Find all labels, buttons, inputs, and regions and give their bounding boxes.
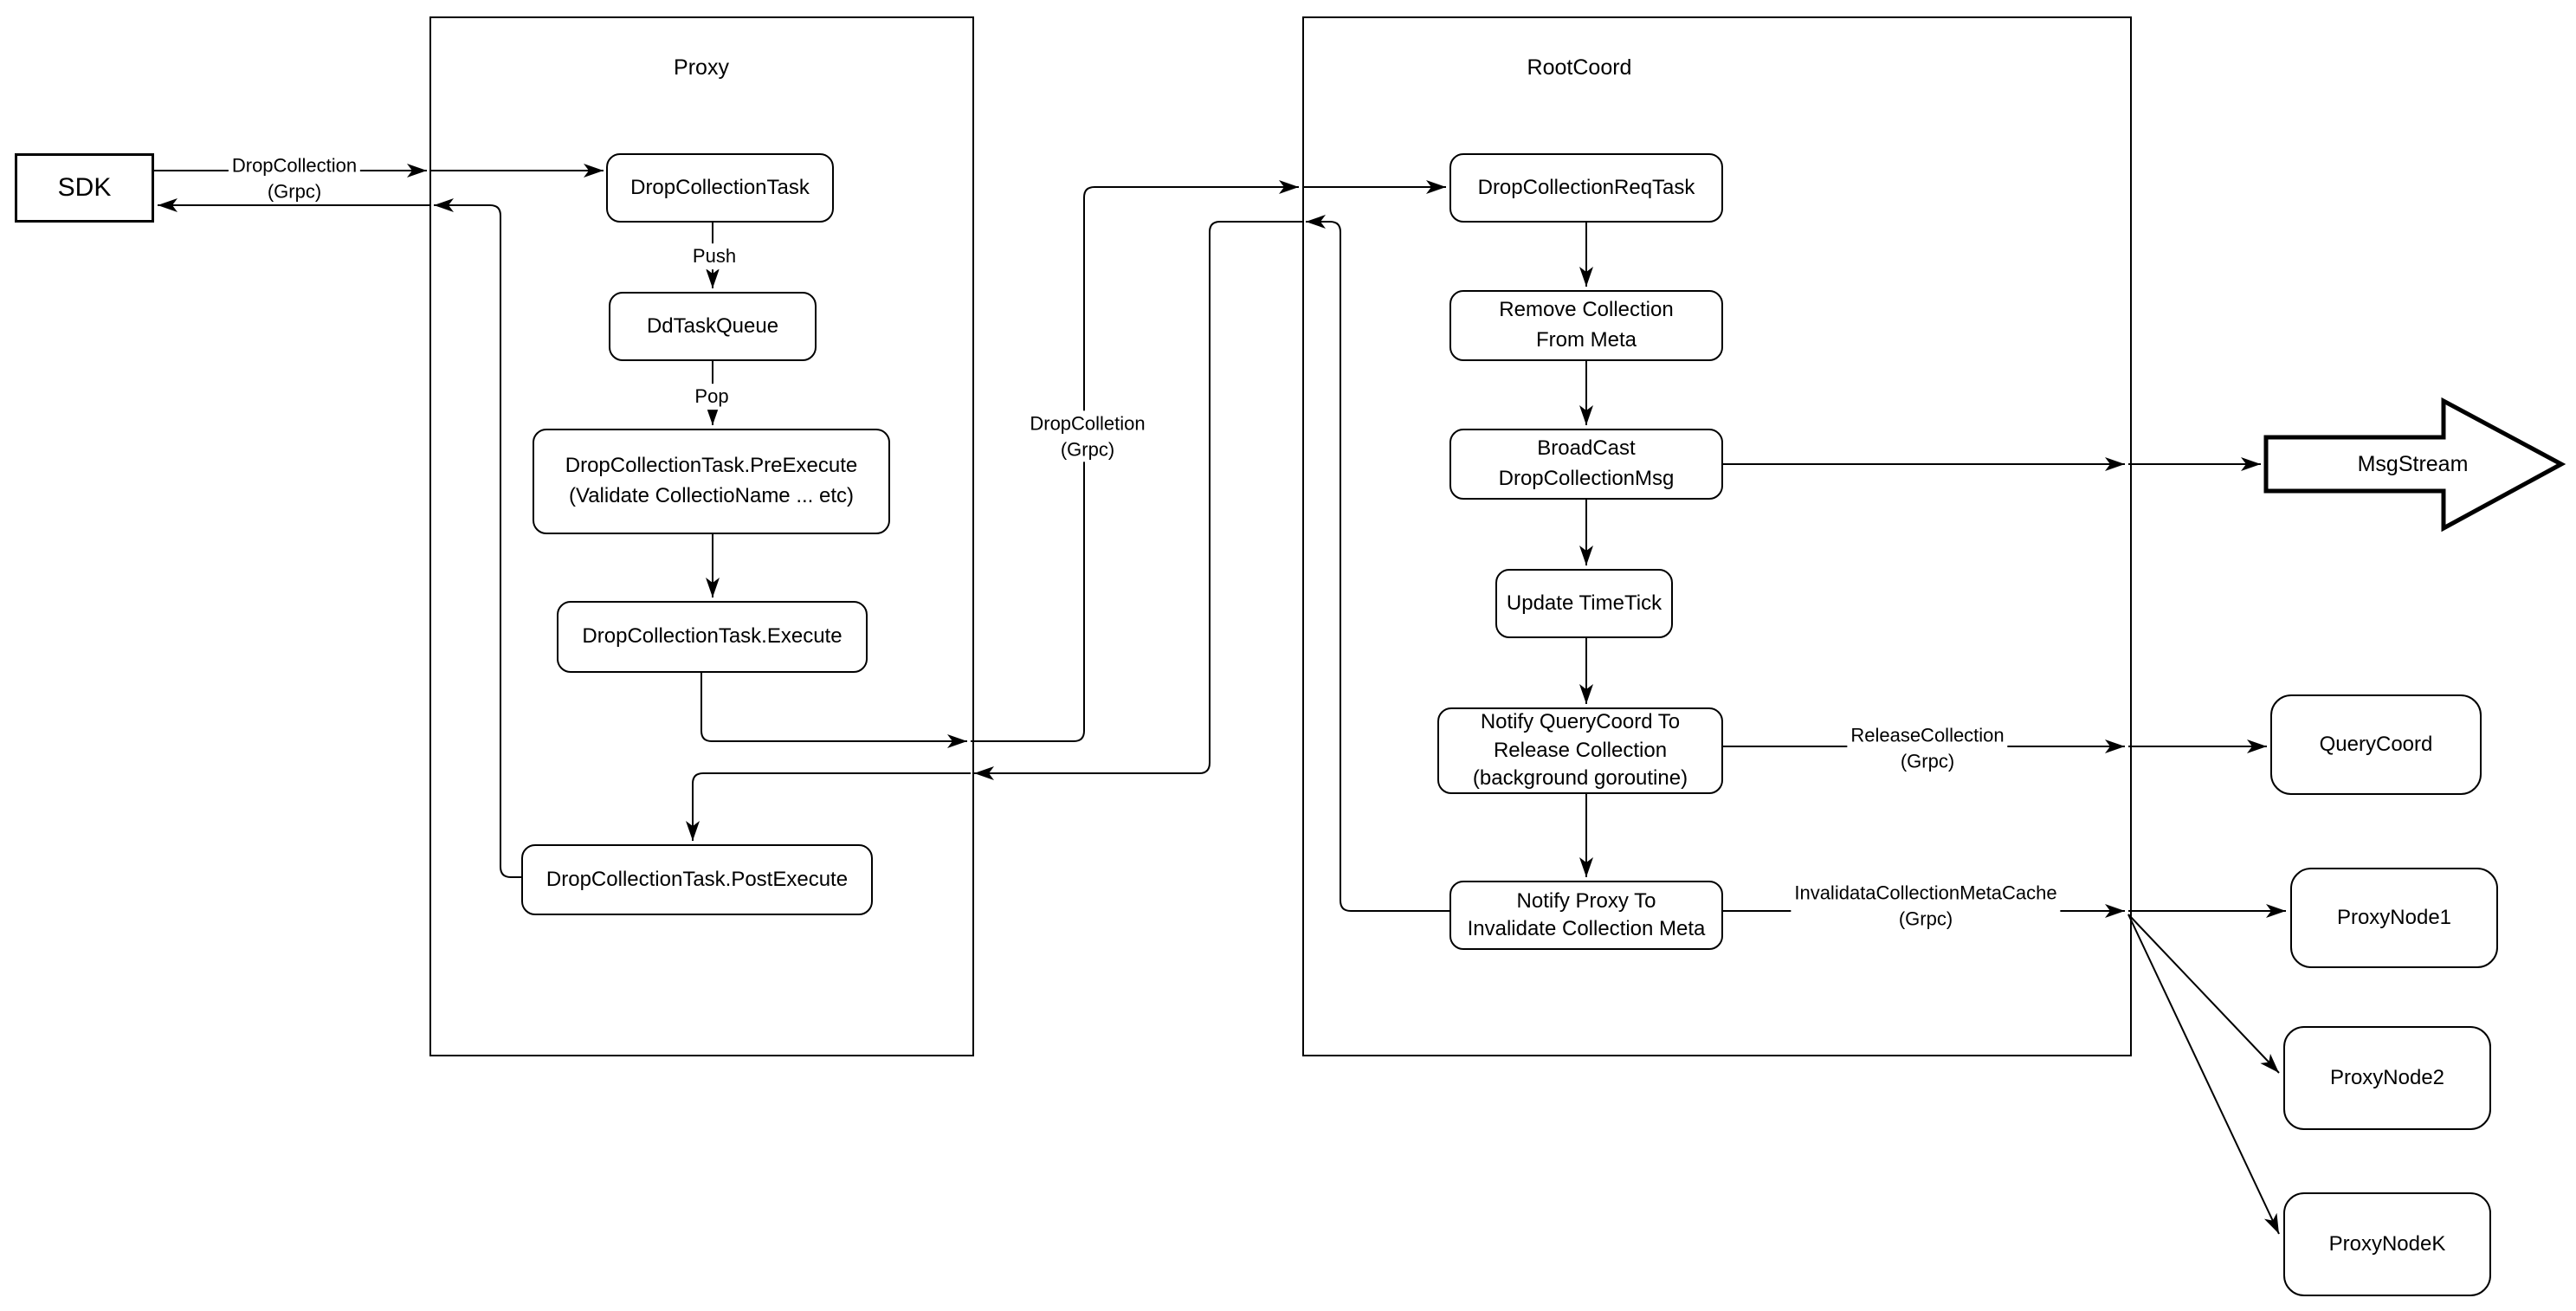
edge-border-to-proxynode2	[2127, 914, 2280, 1074]
edge-proxyborder-to-postexecute	[686, 772, 971, 841]
node-notifyproxy: Notify Proxy To Invalidate Collection Me…	[1449, 881, 1723, 950]
node-dropcollectionreqtask: DropCollectionReqTask	[1449, 153, 1723, 223]
rootcoord-container	[1302, 16, 2132, 1056]
node-proxynode1: ProxyNode1	[2290, 868, 2498, 968]
node-execute: DropCollectionTask.Execute	[557, 601, 868, 673]
node-proxynode2: ProxyNode2	[2283, 1026, 2491, 1130]
node-dropcollectiontask: DropCollectionTask	[606, 153, 834, 223]
label-dropcollection-grpc: DropCollection (Grpc)	[228, 152, 361, 204]
proxy-container-title: Proxy	[674, 55, 729, 80]
node-removecollectionfrommeta: Remove Collection From Meta	[1449, 290, 1723, 361]
node-proxynodek: ProxyNodeK	[2283, 1192, 2491, 1296]
node-postexecute: DropCollectionTask.PostExecute	[521, 844, 873, 915]
msgstream-shape	[2263, 397, 2566, 533]
label-pop: Pop	[691, 384, 733, 410]
label-dropcolletion-grpc: DropColletion (Grpc)	[1026, 410, 1149, 462]
node-updatetimetick: Update TimeTick	[1495, 569, 1673, 638]
label-push: Push	[688, 243, 740, 269]
label-releasecollection-grpc: ReleaseCollection (Grpc)	[1847, 722, 2008, 774]
node-notifyquerycoord: Notify QueryCoord To Release Collection …	[1437, 707, 1723, 794]
label-invalidatacollectionmetacache-grpc: InvalidataCollectionMetaCache (Grpc)	[1791, 880, 2061, 932]
node-sdk: SDK	[15, 153, 154, 223]
edge-notifyproxy-return-to-rootcoordborder	[1306, 215, 1449, 912]
node-preexecute: DropCollectionTask.PreExecute (Validate …	[533, 429, 890, 534]
edge-proxyborder-to-rootcoordborder	[971, 180, 1299, 742]
edge-execute-to-proxyborder	[700, 673, 967, 748]
msgstream-label: MsgStream	[2357, 452, 2469, 476]
proxy-container	[429, 16, 974, 1056]
edge-border-to-proxynodek	[2127, 914, 2280, 1235]
rootcoord-container-title: RootCoord	[1527, 55, 1632, 80]
node-ddtaskqueue: DdTaskQueue	[609, 292, 817, 361]
edge-rootcoordborder-return-to-proxyborder	[974, 221, 1302, 780]
node-broadcastdropcollectionmsg: BroadCast DropCollectionMsg	[1449, 429, 1723, 500]
node-querycoord: QueryCoord	[2270, 694, 2482, 795]
edge-postexecute-to-proxyborder	[434, 198, 521, 878]
